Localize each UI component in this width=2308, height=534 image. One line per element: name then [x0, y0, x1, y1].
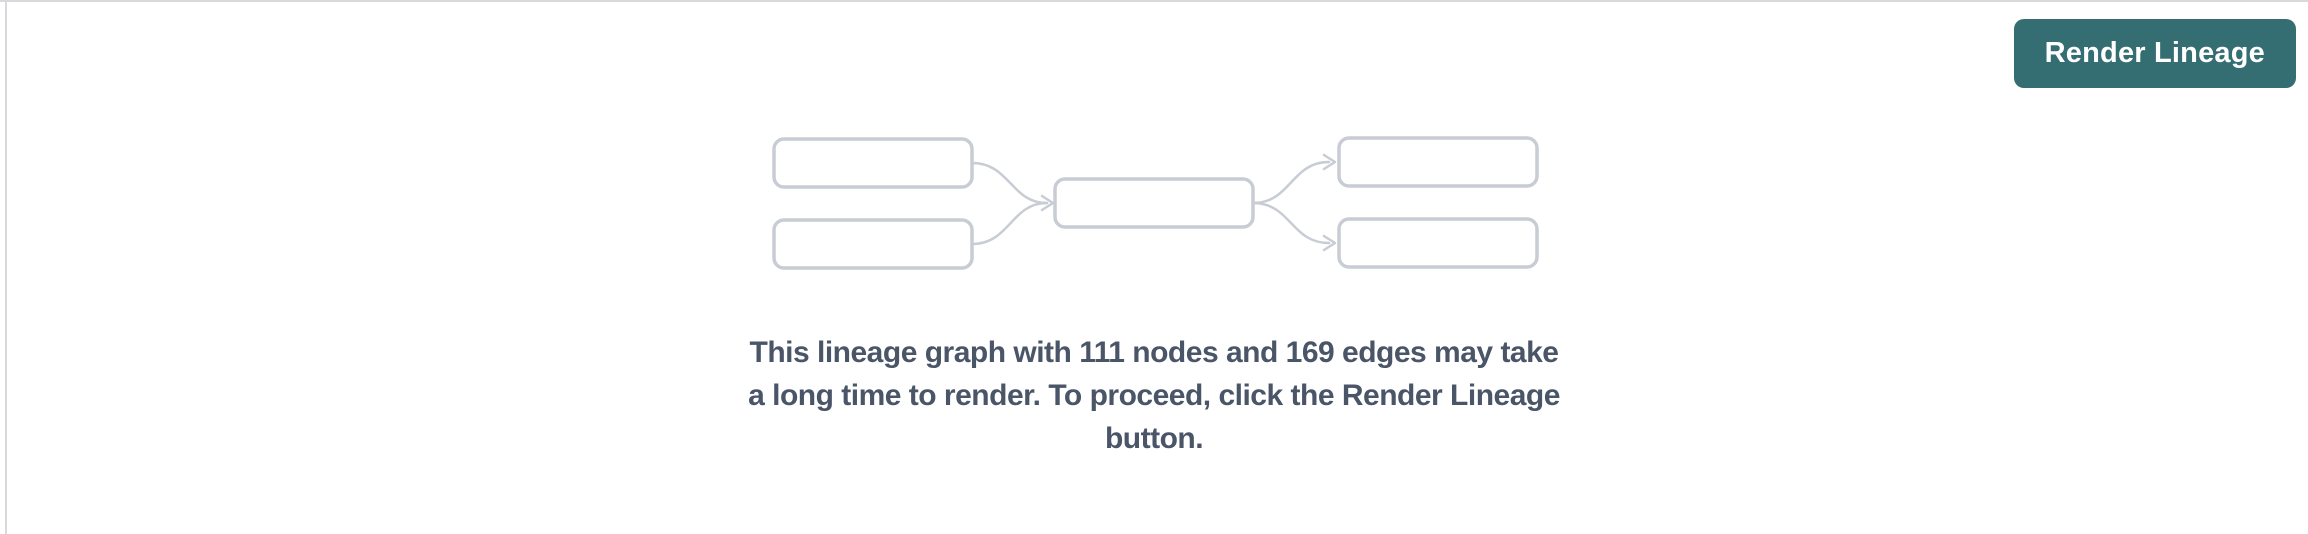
placeholder-node-downstream-bottom — [1337, 217, 1539, 269]
placeholder-edge-downstream-bottom — [1251, 201, 1331, 245]
render-warning-message: This lineage graph with 111 nodes and 16… — [748, 331, 1560, 460]
placeholder-node-center — [1053, 177, 1255, 229]
placeholder-node-upstream-bottom — [772, 218, 974, 270]
placeholder-node-downstream-top — [1337, 136, 1539, 188]
placeholder-edge-downstream-top — [1251, 160, 1331, 205]
lineage-placeholder-graphic — [772, 136, 1539, 270]
placeholder-node-upstream-top — [772, 137, 974, 189]
render-lineage-button[interactable]: Render Lineage — [2013, 19, 2296, 88]
render-warning-line-1: This lineage graph with 111 nodes and 16… — [749, 336, 1559, 369]
arrowhead-into-top-right-icon — [1322, 153, 1337, 171]
render-warning-line-3: button. — [1104, 422, 1204, 455]
placeholder-edge-upstream-bottom — [970, 201, 1049, 246]
arrowhead-into-center-icon — [1040, 194, 1055, 212]
render-warning-line-2: a long time to render. To proceed, click… — [748, 379, 1560, 412]
placeholder-edge-upstream-top — [970, 161, 1049, 205]
arrowhead-into-bottom-right-icon — [1322, 234, 1337, 252]
panel-resize-handle[interactable] — [5, 2, 7, 534]
